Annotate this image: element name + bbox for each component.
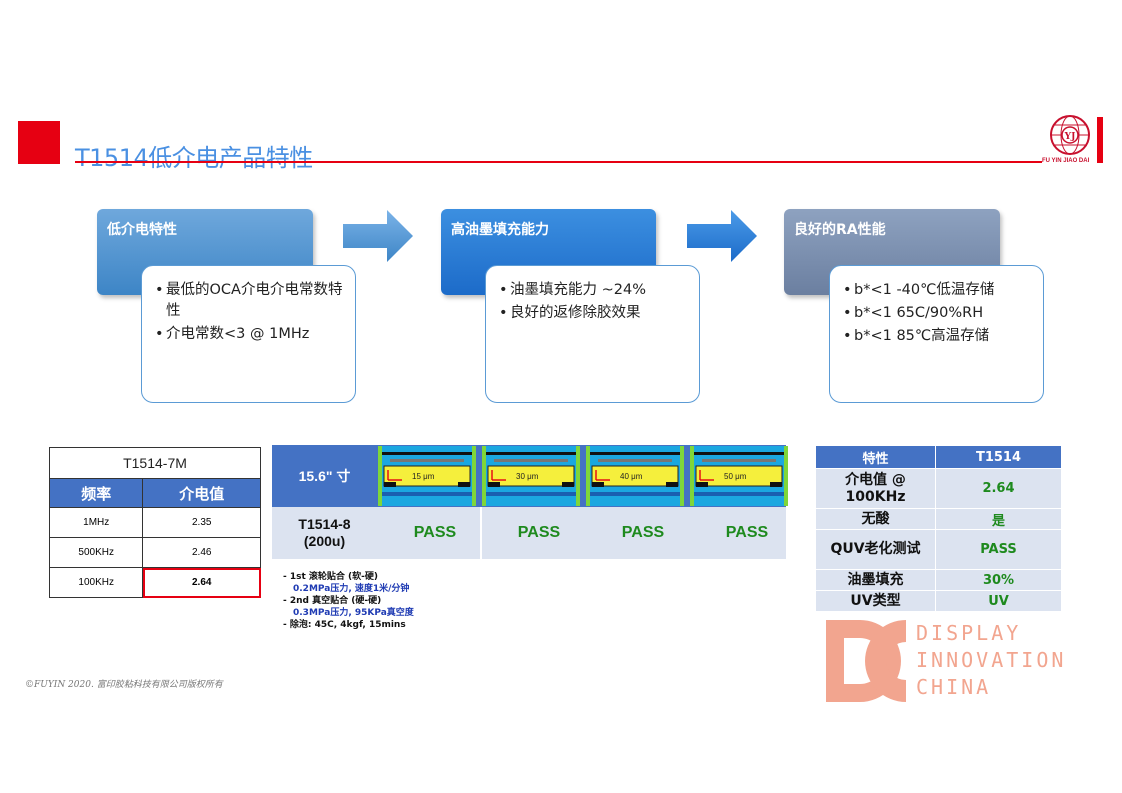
- note-line: 0.3MPa压力, 95KPa真空度: [293, 608, 414, 618]
- watermark-line: CHINA: [916, 675, 992, 699]
- property-name: QUV老化测试: [815, 529, 936, 570]
- property-value: 2.64: [935, 468, 1062, 509]
- table-row: 1MHz 2.35: [48, 507, 261, 538]
- feature-bullet: b*<1 65C/90%RH: [843, 303, 1033, 324]
- title-underline: [75, 161, 1042, 163]
- ink-step-diagram: 50 μm: [690, 446, 788, 506]
- watermark-line: INNOVATION: [916, 648, 1067, 672]
- feature-body-low-dielectric: 最低的OCA介电介电常数特性 介电常数<3 @ 1MHz: [141, 265, 356, 403]
- ink-thickness-label: 30 μm: [516, 472, 539, 481]
- property-name: UV类型: [815, 590, 936, 612]
- table-cell: 1MHz: [48, 507, 144, 538]
- table-row: 介电值 @ 100KHz 2.64: [815, 468, 1062, 509]
- feature-body-ra-performance: b*<1 -40℃低温存储 b*<1 65C/90%RH b*<1 85℃高温存…: [829, 265, 1044, 403]
- property-value: 是: [935, 508, 1062, 530]
- ink-thickness-label: 40 μm: [620, 472, 643, 481]
- test-result-row: [272, 507, 786, 559]
- property-value: 30%: [935, 569, 1062, 591]
- title-red-block: [18, 121, 60, 164]
- panel-size-label: 15.6" 寸: [298, 468, 351, 484]
- table-cell: 2.46: [142, 537, 261, 568]
- feature-body-ink-fill: 油墨填充能力 ~24% 良好的返修除胶效果: [485, 265, 700, 403]
- sample-name: T1514-8: [298, 516, 351, 532]
- column-header: T1514: [935, 445, 1062, 469]
- table-row: QUV老化测试 PASS: [815, 529, 1062, 570]
- property-name: 油墨填充: [815, 569, 936, 591]
- ink-step-diagram: 40 μm: [586, 446, 684, 506]
- sample-label: T1514-8 (200u): [272, 507, 377, 559]
- table-caption: T1514-7M: [49, 447, 261, 479]
- feature-bullet: b*<1 -40℃低温存储: [843, 280, 1033, 301]
- watermark-text: DISPLAY INNOVATION CHINA: [916, 620, 1066, 701]
- column-header: 介电值: [142, 478, 261, 508]
- table-row: UV类型 UV: [815, 590, 1062, 612]
- table-cell: 100KHz: [48, 567, 144, 598]
- process-notes: - 1st 滚轮贴合 (软-硬) 0.2MPa压力, 速度1米/分钟 - 2nd…: [283, 571, 414, 631]
- table-cell: 2.35: [142, 507, 261, 538]
- ink-step-diagram: 30 μm: [482, 446, 580, 506]
- company-logo-icon: YJ: [1050, 115, 1090, 155]
- note-line: - 2nd 真空贴合 (硬-硬): [283, 596, 382, 606]
- dic-logo-icon: [826, 620, 906, 702]
- table-row: 500KHz 2.46: [48, 537, 261, 568]
- property-value: UV: [935, 590, 1062, 612]
- arrow-right-icon: [687, 210, 757, 262]
- sample-thickness: (200u): [303, 533, 346, 549]
- watermark-line: DISPLAY: [916, 621, 1022, 645]
- column-divider: [480, 507, 482, 559]
- feature-bullet: b*<1 85℃高温存储: [843, 326, 1033, 347]
- result-pass: PASS: [517, 524, 561, 541]
- page-title: T1514低介电产品特性: [75, 144, 313, 172]
- dielectric-table: T1514-7M 频率 介电值 1MHz 2.35 500KHz 2.46 10…: [48, 447, 261, 598]
- note-line: 0.2MPa压力, 速度1米/分钟: [293, 584, 410, 594]
- note-line: - 1st 滚轮贴合 (软-硬): [283, 572, 379, 582]
- highlighted-cell: 2.64: [142, 567, 261, 598]
- feature-bullet: 油墨填充能力 ~24%: [499, 280, 689, 301]
- column-header: 特性: [815, 445, 936, 469]
- result-pass: PASS: [621, 524, 665, 541]
- table-cell: 500KHz: [48, 537, 144, 568]
- feature-bullet: 介电常数<3 @ 1MHz: [155, 324, 345, 345]
- ink-thickness-label: 15 μm: [412, 472, 435, 481]
- property-name: 无酸: [815, 508, 936, 530]
- svg-text:YJ: YJ: [1064, 132, 1076, 142]
- feature-bullet: 最低的OCA介电介电常数特性: [155, 280, 345, 322]
- copyright-footer: ©FUYIN 2020. 富印胶粘科技有限公司版权所有: [25, 680, 223, 690]
- arrow-right-icon: [343, 210, 413, 262]
- logo-caption: FU YIN JIAO DAI: [1042, 158, 1090, 164]
- table-row: 100KHz 2.64: [48, 567, 261, 598]
- property-name: 介电值 @ 100KHz: [815, 468, 936, 509]
- property-value: PASS: [935, 529, 1062, 570]
- ink-step-diagram: 15 μm: [378, 446, 476, 506]
- result-pass: PASS: [725, 524, 769, 541]
- ink-thickness-label: 50 μm: [724, 472, 747, 481]
- note-line: - 除泡: 45C, 4kgf, 15mins: [283, 620, 406, 630]
- logo-red-bar: [1097, 117, 1103, 163]
- table-row: 油墨填充 30%: [815, 569, 1062, 591]
- result-pass: PASS: [413, 524, 457, 541]
- ink-fill-test-table: 15.6" 寸 T1514-8 (200u) 15 μm 30 μm 40 μm 50…: [272, 445, 788, 559]
- table-row: 无酸 是: [815, 508, 1062, 530]
- properties-table: 特性 T1514 介电值 @ 100KHz 2.64 无酸 是 QUV老化测试 …: [815, 445, 1062, 612]
- column-header: 频率: [48, 478, 144, 508]
- feature-bullet: 良好的返修除胶效果: [499, 303, 689, 324]
